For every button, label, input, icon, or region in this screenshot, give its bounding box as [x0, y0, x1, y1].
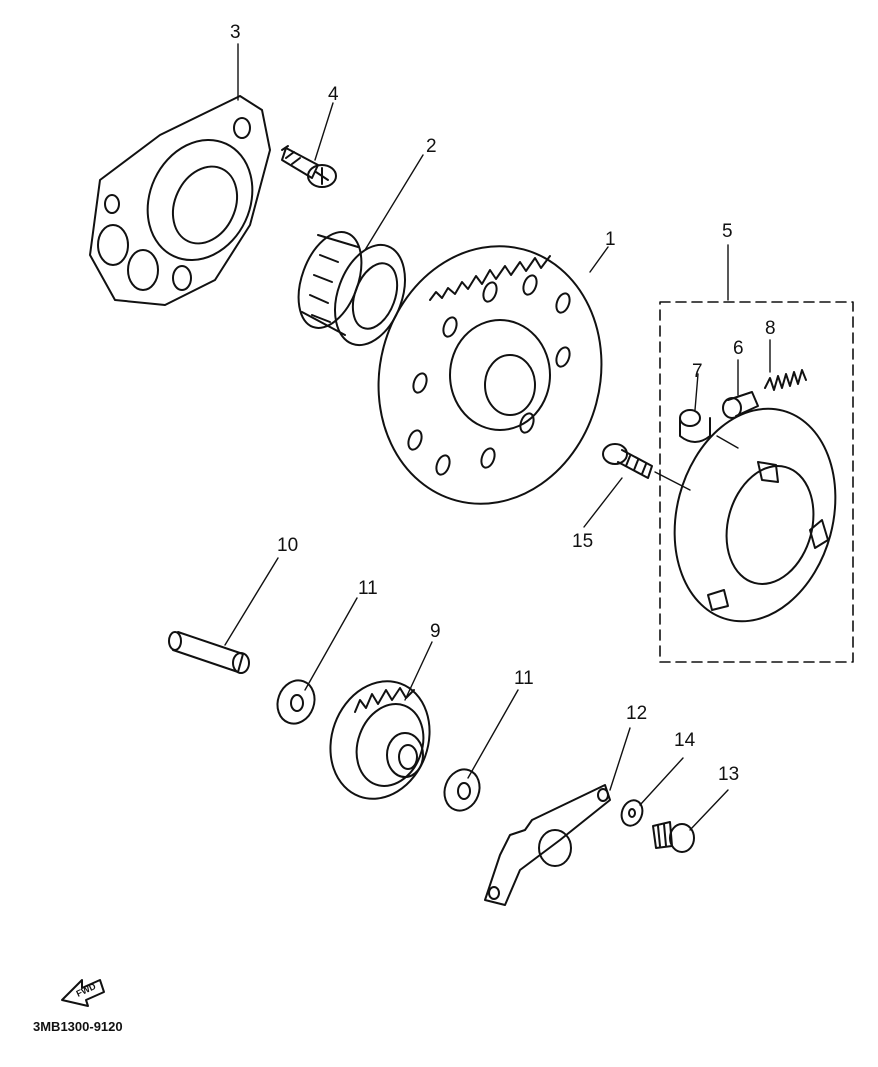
part-1-starter-wheel-gear — [377, 245, 603, 505]
label-part-11-b: 11 — [514, 668, 534, 689]
label-part-3: 3 — [230, 22, 241, 43]
part-11-washer-b — [443, 768, 481, 812]
part-14-washer — [620, 799, 644, 827]
part-13-bolt — [652, 821, 695, 853]
part-11-washer-a — [276, 679, 316, 725]
label-part-8: 8 — [765, 318, 776, 339]
part-4-screw — [281, 145, 337, 188]
part-5-clutch-assembly — [659, 301, 854, 663]
label-part-7: 7 — [692, 361, 703, 382]
part-2-needle-bearing — [297, 231, 406, 347]
leader-lines — [224, 43, 771, 831]
label-part-1: 1 — [605, 229, 616, 250]
part-6-plunger — [722, 391, 759, 419]
fwd-arrow-icon — [61, 979, 105, 1007]
part-15-bolt — [602, 443, 653, 479]
label-part-13: 13 — [718, 764, 739, 785]
label-part-9: 9 — [430, 621, 441, 642]
label-part-4: 4 — [328, 84, 339, 105]
label-part-10: 10 — [277, 535, 298, 556]
label-part-2: 2 — [426, 136, 437, 157]
label-part-14: 14 — [674, 730, 696, 751]
label-part-6: 6 — [733, 338, 744, 359]
part-8-spring — [764, 369, 807, 391]
part-12-bracket — [484, 784, 611, 906]
part-9-idle-gear — [329, 680, 431, 800]
label-part-5: 5 — [722, 221, 733, 242]
part-10-shaft — [168, 631, 250, 674]
drawing-code: 3MB1300-9120 — [33, 1019, 123, 1034]
part-7-roller — [679, 409, 711, 443]
label-part-12: 12 — [626, 703, 647, 724]
label-part-11-a: 11 — [358, 578, 378, 599]
label-part-15: 15 — [572, 531, 593, 552]
part-number-labels: 3 4 2 1 5 8 6 7 15 10 11 9 11 12 14 13 F… — [75, 22, 776, 999]
part-3-cover-plate — [89, 95, 271, 306]
